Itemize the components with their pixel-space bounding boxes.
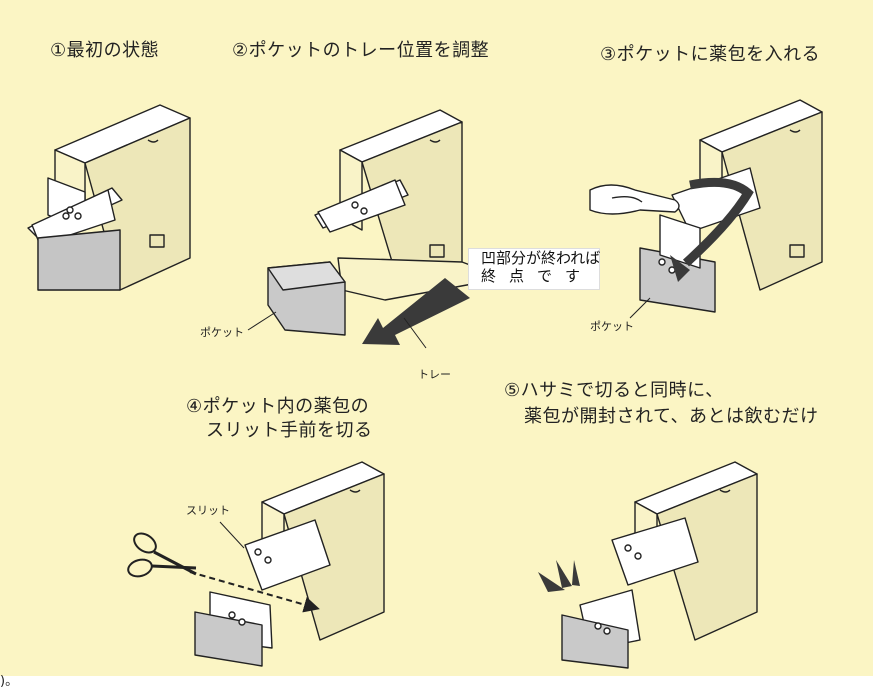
step4-title-line1: ④ポケット内の薬包の (186, 396, 370, 417)
machine-step2 (267, 109, 506, 336)
step5-title-line2: 薬包が開封されて、あとは飲むだけ (524, 406, 819, 427)
tray-arrow (362, 278, 470, 345)
end-point-callout: 凹部分が終われば 終点です (468, 248, 600, 290)
insert-arrow (682, 177, 754, 267)
step3-title: ③ポケットに薬包を入れる (600, 44, 821, 65)
leader-lines (219, 297, 651, 549)
callout-line1: 凹部分が終われば (481, 249, 601, 267)
slit-label: スリット (186, 504, 230, 517)
pocket-label-step3: ポケット (590, 320, 634, 333)
step1-title: ①最初の状態 (50, 40, 160, 61)
insert-arrow-head (670, 255, 690, 282)
step4-title-line2: スリット手前を切る (206, 420, 373, 441)
step5-title-line1: ⑤ハサミで切ると同時に、 (504, 380, 724, 401)
machine-step5 (561, 461, 758, 669)
callout-line2: 終点です (481, 267, 594, 285)
tray-label: トレー (418, 368, 451, 381)
pocket-label-step2: ポケット (200, 326, 244, 339)
burst-marks (538, 560, 580, 592)
machine-step4 (194, 461, 385, 667)
cut-line (189, 571, 320, 613)
stray-mark: )。 (0, 674, 19, 689)
scissors-icon (127, 532, 197, 578)
machine-step1 (27, 104, 191, 291)
machine-step3 (589, 99, 823, 313)
step2-title: ②ポケットのトレー位置を調整 (232, 40, 490, 61)
